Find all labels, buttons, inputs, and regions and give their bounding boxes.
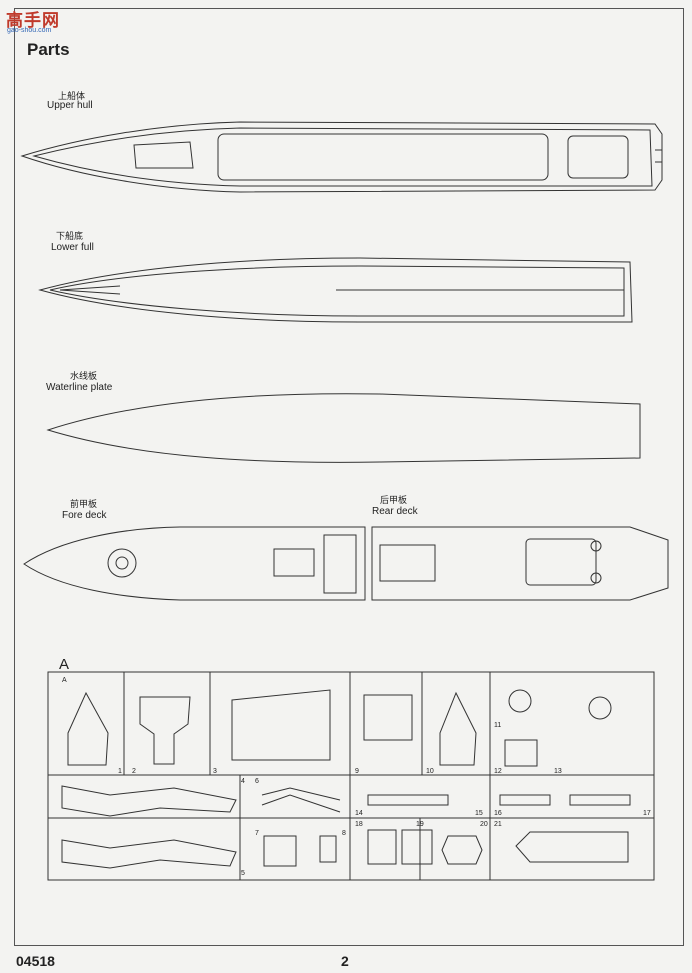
part-number: 5 bbox=[241, 870, 245, 877]
rear-deck-label-en: Rear deck bbox=[372, 506, 418, 517]
rear-deck-label-cn: 后甲板 bbox=[380, 495, 408, 505]
part-number: 14 bbox=[355, 810, 363, 817]
sprue-parts bbox=[61, 689, 631, 869]
sprue-letter: A bbox=[59, 656, 70, 673]
part-number: 20 bbox=[480, 821, 488, 828]
part-number: 12 bbox=[494, 768, 502, 775]
part-number: 19 bbox=[416, 821, 424, 828]
fore-deck-label-cn: 前甲板 bbox=[70, 499, 98, 509]
watermark-site: gao-shou.com bbox=[7, 27, 52, 34]
part-number: 16 bbox=[494, 810, 502, 817]
waterline-plate-drawing bbox=[46, 393, 641, 463]
part-number: 1 bbox=[118, 768, 122, 775]
waterline-label-en: Waterline plate bbox=[46, 382, 113, 393]
product-code: 04518 bbox=[16, 953, 55, 969]
part-number: 9 bbox=[355, 768, 359, 775]
upper-hull-drawing bbox=[20, 121, 663, 193]
part-number: 4 bbox=[241, 778, 245, 785]
part-number: 17 bbox=[643, 810, 651, 817]
fore-deck-label-en: Fore deck bbox=[62, 510, 107, 521]
lower-hull-label-cn: 下船底 bbox=[56, 231, 84, 241]
upper-hull-label-en: Upper hull bbox=[47, 100, 93, 111]
lower-hull-drawing bbox=[38, 257, 633, 323]
upper-hull-label-cn: 上船体 bbox=[58, 91, 86, 101]
sprue-frame bbox=[47, 671, 655, 881]
page-number: 2 bbox=[341, 953, 349, 969]
part-number: 13 bbox=[554, 768, 562, 775]
part-number: 11 bbox=[494, 722, 502, 729]
part-number: 15 bbox=[475, 810, 483, 817]
part-number: 2 bbox=[132, 768, 136, 775]
lower-hull-label-en: Lower full bbox=[51, 242, 94, 253]
page-frame bbox=[14, 8, 684, 946]
part-number: 7 bbox=[255, 830, 259, 837]
part-number: 3 bbox=[213, 768, 217, 775]
waterline-label-cn: 水线板 bbox=[70, 371, 98, 381]
watermark-logo: 高手网 bbox=[6, 11, 60, 30]
page-title: Parts bbox=[27, 40, 70, 59]
part-number: 18 bbox=[355, 821, 363, 828]
part-number: 6 bbox=[255, 778, 259, 785]
decks-drawing bbox=[23, 526, 669, 601]
part-number: 10 bbox=[426, 768, 434, 775]
sprue-corner-tag: A bbox=[62, 677, 67, 684]
part-number: 8 bbox=[342, 830, 346, 837]
part-number: 21 bbox=[494, 821, 502, 828]
